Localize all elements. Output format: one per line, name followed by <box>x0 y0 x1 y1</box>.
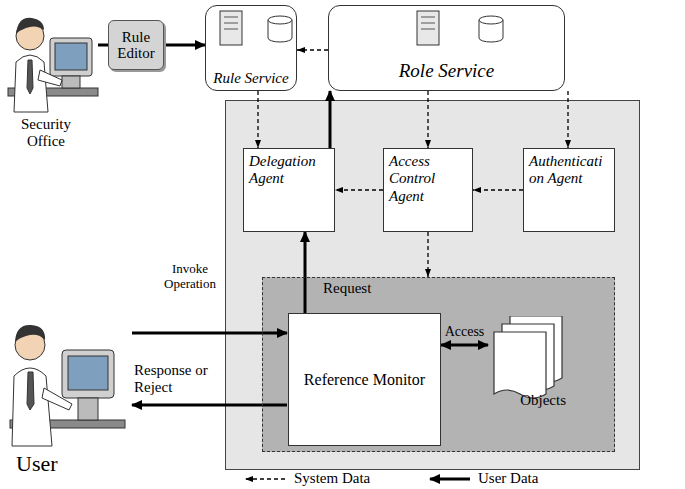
user-figure-part <box>12 368 52 446</box>
user-figure <box>10 325 125 446</box>
user-figure-part <box>78 398 98 420</box>
request-region: RequestReference MonitorObjects <box>262 277 615 452</box>
free-label: Invoke Operation <box>150 262 230 291</box>
node-label: Role Service <box>399 61 494 82</box>
server-icon <box>329 6 566 52</box>
invoke-arrow <box>132 332 287 335</box>
service-box: Rule Service <box>205 5 297 91</box>
user-figure-part <box>15 325 45 342</box>
server-slot <box>421 23 435 24</box>
free-label: Response or Reject <box>134 362 210 396</box>
server-tower <box>417 11 439 45</box>
system-data-arrow <box>427 91 428 148</box>
node-label: Rule Editor <box>112 29 160 62</box>
server-slot <box>224 29 238 30</box>
page-sheet <box>494 332 546 398</box>
security-officer-figure-part <box>16 18 44 34</box>
user-figure-part <box>62 350 114 398</box>
agent-box: Access Control Agent <box>383 148 473 232</box>
security-officer-figure-part <box>38 70 62 86</box>
user-data-line <box>98 44 108 47</box>
server-slot <box>421 29 435 30</box>
security-officer-figure-part <box>14 55 48 112</box>
user-data-arrow <box>329 91 332 148</box>
node-label: Access Control Agent <box>389 153 467 205</box>
agent-box: Delegation Agent <box>243 148 335 232</box>
response-arrow <box>132 404 287 407</box>
node-label: Authenticati on Agent <box>529 153 609 188</box>
system-data-arrow <box>427 232 428 277</box>
legend-text: System Data <box>294 470 370 487</box>
database-top <box>479 16 503 24</box>
node-label: Request <box>323 280 614 297</box>
server-slot <box>224 23 238 24</box>
node-label: Delegation Agent <box>249 153 329 188</box>
user-figure-part <box>68 356 108 390</box>
security-officer-figure <box>8 18 98 112</box>
server-slot <box>421 17 435 18</box>
server-slot <box>224 17 238 18</box>
legend-sample-thick <box>430 478 470 481</box>
server-tower <box>220 11 242 45</box>
service-box: Role Service <box>328 5 565 91</box>
legend-sample-dashed <box>245 478 285 479</box>
user-data-arrow <box>304 232 307 313</box>
server-icon <box>206 6 298 52</box>
node-label: Objects <box>520 392 566 409</box>
node-label: Rule Service <box>213 70 288 87</box>
user-figure-part <box>42 388 72 410</box>
security-officer-figure-part <box>62 76 80 88</box>
database-top <box>268 16 292 24</box>
system-data-arrow <box>257 91 258 148</box>
system-data-arrow <box>473 189 523 190</box>
monitor-box: Reference Monitor <box>288 313 441 446</box>
system-data-arrow <box>567 91 568 148</box>
system-data-arrow <box>297 49 328 50</box>
security-officer-figure-part <box>50 38 92 76</box>
objects-icon: Objects <box>488 316 570 416</box>
free-label: User <box>16 452 86 477</box>
node-label: Reference Monitor <box>304 371 425 389</box>
legend-text: User Data <box>478 470 538 487</box>
user-data-arrow <box>441 344 488 347</box>
agent-box: Authenticati on Agent <box>523 148 615 232</box>
user-data-arrow <box>164 44 205 47</box>
editor-box: Rule Editor <box>108 20 164 70</box>
security-officer-figure-part <box>27 60 33 94</box>
edge-label: Access <box>443 324 487 340</box>
security-officer-figure-part <box>55 43 87 70</box>
free-label: Security Office <box>4 116 88 150</box>
system-data-arrow <box>335 189 383 190</box>
user-figure-part <box>27 372 34 410</box>
